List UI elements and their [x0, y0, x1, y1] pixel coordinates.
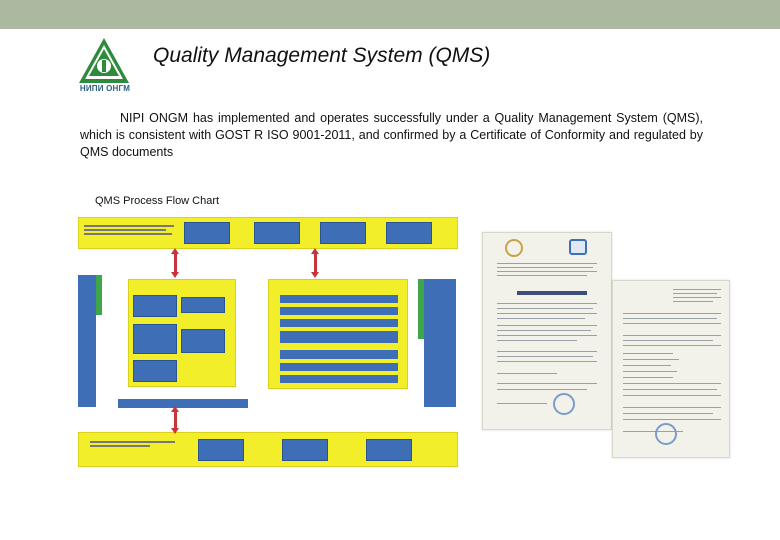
logo-text: НИПИ ОНГМ: [79, 84, 131, 93]
realization-step-box: [133, 324, 177, 354]
certificate-annex: [612, 280, 730, 458]
management-process-box: [254, 222, 300, 244]
measurement-step-bar: [280, 331, 398, 343]
management-process-box: [320, 222, 366, 244]
product-realization-header: [130, 281, 234, 288]
measurement-step-bar: [280, 319, 398, 327]
management-band-label: [84, 223, 179, 243]
customer-satisfaction-column: [424, 279, 456, 407]
measurement-step-bar: [280, 295, 398, 303]
company-logo: [77, 36, 131, 92]
measurement-step-bar: [280, 350, 398, 359]
realization-step-box: [133, 295, 177, 317]
feedback-connector: [118, 399, 248, 408]
certificate-of-conformity: [482, 232, 612, 430]
flow-arrow: [311, 248, 319, 278]
customer-requirements-column: [78, 275, 96, 407]
realization-step-box: [181, 297, 225, 313]
resource-band-label: [90, 439, 180, 457]
measurement-step-bar: [280, 307, 398, 315]
page-title: Quality Management System (QMS): [153, 44, 491, 67]
measurement-step-bar: [280, 363, 398, 371]
resource-process-box: [198, 439, 244, 461]
measurement-step-bar: [280, 375, 398, 383]
certificate-emblem-icon: [569, 239, 587, 255]
resource-process-box: [366, 439, 412, 461]
realization-step-box: [133, 360, 177, 382]
resource-process-box: [282, 439, 328, 461]
top-banner: [0, 0, 780, 29]
certificate-seal-icon: [553, 393, 575, 415]
qms-process-flow-chart: [78, 217, 458, 467]
certificate-emblem-icon: [505, 239, 523, 257]
input-tab: [96, 275, 102, 315]
flow-arrow: [171, 248, 179, 278]
management-process-box: [184, 222, 230, 244]
management-process-box: [386, 222, 432, 244]
flow-chart-caption: QMS Process Flow Chart: [95, 195, 220, 207]
annex-seal-icon: [655, 423, 677, 445]
output-tab: [418, 279, 424, 339]
realization-step-box: [181, 329, 225, 353]
flow-arrow: [171, 406, 179, 434]
logo-triangle-icon: [79, 38, 129, 83]
intro-paragraph: NIPI ONGM has implemented and operates s…: [80, 111, 703, 159]
